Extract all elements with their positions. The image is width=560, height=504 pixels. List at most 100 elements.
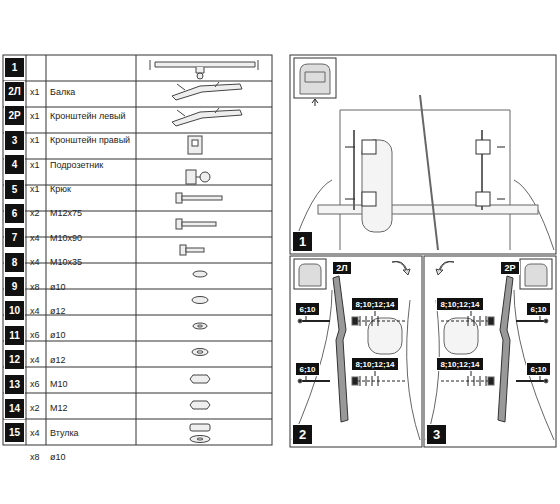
illustration-stroke: [3, 55, 272, 445]
illustration-stroke: [193, 323, 207, 329]
illustration-stroke: [362, 140, 392, 232]
illustration-stroke: [3, 263, 272, 264]
illustration-stroke: [333, 276, 348, 422]
part-name-cell: М12х75: [50, 208, 82, 218]
illustration-stroke: [300, 321, 330, 381]
callout-text: 10: [9, 305, 20, 316]
illustration-stroke: [197, 351, 203, 353]
callout-text: 8;10;12;14: [440, 360, 479, 369]
callout-text: 8;10;12;14: [355, 360, 394, 369]
quantity-cell: x2: [30, 403, 40, 413]
illustration-stroke: [193, 271, 207, 277]
illustration-stroke: [292, 180, 554, 250]
illustration-stroke: [3, 289, 272, 290]
callout-text: 3: [12, 135, 18, 146]
callout-text: 12: [9, 354, 20, 365]
illustration-stroke: [190, 375, 210, 383]
illustration-stroke: [392, 261, 410, 275]
callout-number: 3: [427, 425, 446, 444]
illustration-stroke: [190, 424, 210, 431]
part-icons: [150, 60, 258, 443]
callout-number: 10: [5, 301, 24, 320]
callout-text: 13: [9, 379, 20, 390]
quantity-cell: x8: [30, 282, 40, 292]
illustration-stroke: [299, 264, 321, 286]
callout-number: 8;10;12;14: [437, 298, 483, 310]
illustration-stroke: [200, 172, 210, 182]
part-name-cell: ø10: [50, 452, 66, 462]
illustration-stroke: [172, 84, 242, 100]
illustration-stroke: [426, 259, 554, 440]
quantity-cell: x8: [30, 452, 40, 462]
illustration-stroke: [476, 140, 490, 154]
quantity-cell: x1: [30, 184, 40, 194]
part-name-cell: М10х35: [50, 257, 82, 267]
quantity-cell: x2: [30, 208, 40, 218]
callout-text: 8;10;12;14: [440, 300, 479, 309]
illustration-stroke: [3, 133, 272, 134]
illustration-stroke: [368, 318, 402, 354]
callout-text: 11: [9, 330, 20, 341]
part-name-cell: Кронштейн правый: [50, 135, 130, 145]
illustration-stroke: [182, 196, 222, 200]
illustration-stroke: [186, 170, 196, 184]
callout-number: 9: [5, 277, 24, 296]
quantity-cell: x4: [30, 257, 40, 267]
illustration-stroke: [298, 379, 302, 383]
parts-table-grid: [3, 55, 272, 445]
part-name-cell: ø10: [50, 330, 66, 340]
illustration-stroke: [177, 108, 219, 116]
illustration-stroke: [186, 248, 204, 252]
callout-number: 8;10;12;14: [352, 298, 398, 310]
callout-number: 6;10: [296, 363, 319, 375]
callout-text: 2Л: [336, 263, 347, 273]
quantity-cell: x4: [30, 233, 40, 243]
illustration-stroke: [352, 377, 358, 385]
part-name-cell: ø10: [50, 282, 66, 292]
part-name-cell: Крюк: [50, 184, 71, 194]
illustration-stroke: [362, 192, 376, 206]
illustration-stroke: [136, 55, 137, 445]
quantity-cell: x1: [30, 111, 40, 121]
illustration-stroke: [188, 136, 202, 154]
callout-text: 8: [12, 257, 18, 268]
illustration-stroke: [190, 436, 210, 443]
illustration-stroke: [3, 185, 272, 186]
illustration-stroke: [345, 147, 505, 199]
illustration-stroke: [3, 367, 272, 368]
illustration-stroke: [352, 321, 407, 381]
illustration-stroke: [476, 192, 490, 206]
callout-text: 1: [299, 234, 306, 249]
illustration-stroke: [294, 58, 336, 98]
callout-number: 1: [293, 232, 312, 251]
panel-1-underbody: [292, 58, 554, 250]
callout-number: 13: [5, 375, 24, 394]
callout-text: 5: [12, 184, 18, 195]
quantity-cell: x4: [30, 355, 40, 365]
callout-number: 8;10;12;14: [437, 358, 483, 370]
callout-text: 2Р: [8, 110, 20, 121]
illustration-stroke: [298, 319, 302, 323]
callout-text: 6;10: [530, 305, 546, 314]
illustration-stroke: [172, 110, 242, 126]
callout-number: 5: [5, 180, 24, 199]
part-name-cell: М10: [50, 379, 68, 389]
illustration-stroke: [197, 73, 203, 79]
illustration-stroke: [26, 55, 27, 445]
illustration-stroke: [292, 290, 420, 440]
callout-number: 4: [5, 155, 24, 174]
callout-text: 6: [12, 208, 18, 219]
illustration-stroke: [300, 64, 330, 94]
illustration-stroke: [3, 81, 272, 419]
illustration-stroke: [3, 315, 272, 316]
illustration-stroke: [3, 419, 272, 420]
illustration-stroke: [190, 401, 210, 409]
illustration-stroke: [196, 67, 204, 73]
illustration-stroke: [192, 140, 198, 146]
callout-text: 2: [299, 427, 306, 442]
callout-text: 6;10: [299, 365, 315, 374]
callout-number: 8;10;12;14: [352, 358, 398, 370]
callout-text: 7: [12, 232, 18, 243]
illustration-stroke: [3, 107, 272, 108]
